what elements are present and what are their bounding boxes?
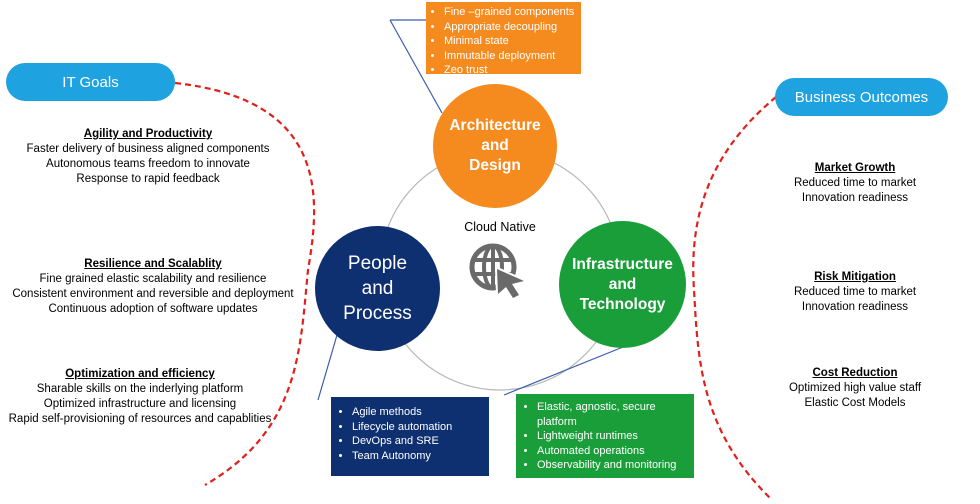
it-goal-optimization: Optimization and efficiency Sharable ski… bbox=[0, 367, 280, 427]
circle-label: People bbox=[347, 253, 408, 274]
list-item: Agile methods bbox=[352, 405, 487, 420]
business-outcomes-title: Business Outcomes bbox=[794, 88, 929, 106]
infrastructure-detail-box: Elastic, agnostic, secure platform Light… bbox=[516, 394, 694, 478]
circle-label: and bbox=[481, 137, 509, 154]
outcome-market-growth: Market Growth Reduced time to market Inn… bbox=[760, 161, 950, 206]
section-line: Autonomous teams freedom to innovate bbox=[46, 158, 250, 170]
infra-connector-line bbox=[503, 344, 629, 396]
people-process-circle: People and Process bbox=[315, 226, 440, 351]
section-heading: Cost Reduction bbox=[812, 367, 898, 379]
list-item: Lifecycle automation bbox=[352, 420, 487, 435]
section-line: Continuous adoption of software updates bbox=[48, 303, 258, 315]
list-item: Team Autonomy bbox=[352, 449, 487, 464]
section-heading: Resilience and Scalablity bbox=[84, 258, 222, 270]
section-line: Reduced time to market bbox=[793, 286, 917, 298]
it-goals-pill: IT Goals bbox=[6, 63, 175, 101]
circle-label: Process bbox=[343, 303, 412, 324]
circle-label: and bbox=[608, 275, 637, 293]
list-item: Observability and monitoring bbox=[537, 458, 692, 473]
business-outcomes-pill: Business Outcomes bbox=[775, 78, 948, 116]
list-item: Minimal state bbox=[444, 34, 579, 49]
section-line: Reduced time to market bbox=[793, 177, 917, 189]
circle-label: Architecture bbox=[449, 117, 541, 134]
it-goals-dashed-arc bbox=[174, 81, 316, 486]
architecture-detail-box: Fine –grained components Appropriate dec… bbox=[426, 2, 581, 76]
section-line: Rapid self-provisioning of resources and… bbox=[8, 413, 272, 425]
arch-connector-diagonal bbox=[389, 19, 443, 114]
architecture-design-circle: Architecture and Design bbox=[433, 84, 557, 208]
list-item: Immutable deployment bbox=[444, 49, 579, 64]
cloud-native-label: Cloud Native bbox=[464, 220, 536, 234]
section-heading: Optimization and efficiency bbox=[65, 368, 215, 380]
section-line: Response to rapid feedback bbox=[76, 173, 220, 185]
section-line: Fine grained elastic scalability and res… bbox=[39, 273, 267, 285]
infrastructure-technology-circle: Infrastructure and Technology bbox=[559, 221, 686, 348]
outcome-risk-mitigation: Risk Mitigation Reduced time to market I… bbox=[760, 270, 950, 315]
list-item: Elastic, agnostic, secure platform bbox=[537, 400, 692, 429]
it-goal-resilience: Resilience and Scalablity Fine grained e… bbox=[0, 257, 306, 317]
section-heading: Risk Mitigation bbox=[814, 271, 896, 283]
section-line: Sharable skills on the inderlying platfo… bbox=[36, 383, 244, 395]
list-item: Appropriate decoupling bbox=[444, 20, 579, 35]
circle-label: Design bbox=[469, 157, 521, 174]
list-item: Automated operations bbox=[537, 444, 692, 459]
circle-label: and bbox=[361, 278, 394, 299]
circle-label: Infrastructure bbox=[572, 255, 673, 273]
section-line: Innovation readiness bbox=[801, 192, 909, 204]
business-outcomes-dashed-arc bbox=[692, 96, 777, 501]
section-heading: Market Growth bbox=[814, 162, 896, 174]
list-item: Fine –grained components bbox=[444, 5, 579, 20]
section-line: Elastic Cost Models bbox=[804, 397, 906, 409]
it-goal-agility: Agility and Productivity Faster delivery… bbox=[0, 127, 296, 187]
list-item: DevOps and SRE bbox=[352, 434, 487, 449]
globe-cursor-icon bbox=[467, 241, 529, 300]
section-line: Consistent environment and reversible an… bbox=[12, 288, 294, 300]
section-line: Innovation readiness bbox=[801, 301, 909, 313]
section-line: Optimized high value staff bbox=[788, 382, 922, 394]
people-connector-line bbox=[317, 334, 338, 401]
list-item: Zeo trust bbox=[444, 63, 579, 78]
section-heading: Agility and Productivity bbox=[83, 128, 213, 140]
people-detail-box: Agile methods Lifecycle automation DevOp… bbox=[331, 397, 489, 476]
section-line: Optimized infrastructure and licensing bbox=[43, 398, 237, 410]
list-item: Lightweight runtimes bbox=[537, 429, 692, 444]
outcome-cost-reduction: Cost Reduction Optimized high value staf… bbox=[760, 366, 950, 411]
it-goals-title: IT Goals bbox=[62, 73, 119, 91]
circle-label: Technology bbox=[579, 295, 666, 313]
section-line: Faster delivery of business aligned comp… bbox=[26, 143, 270, 155]
